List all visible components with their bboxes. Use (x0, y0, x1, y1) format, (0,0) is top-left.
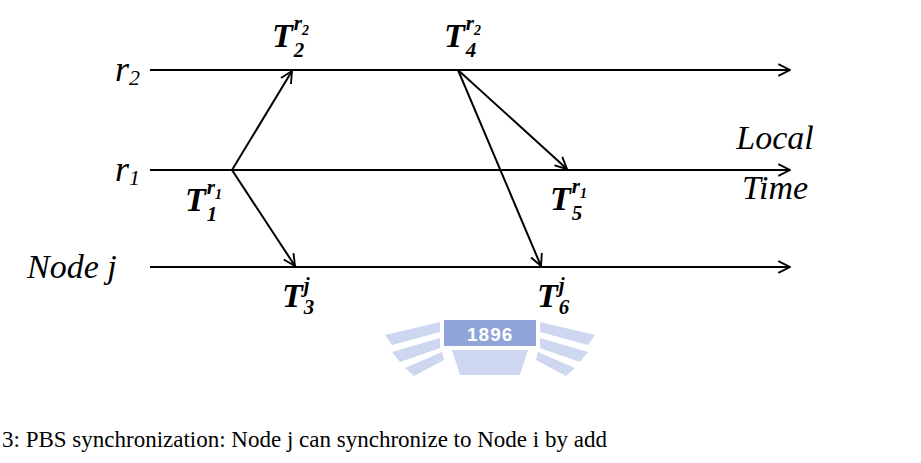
timestamp-letter: T (185, 181, 206, 218)
timestamp-indices: 4r2 (466, 12, 481, 61)
timestamp-subscript: 1 (207, 203, 222, 225)
node-letter: r (115, 49, 129, 89)
timeline-node-j (150, 266, 790, 268)
node-subscript: 2 (129, 65, 140, 90)
timestamp-superscript: r2 (466, 12, 481, 39)
timestamp-superscript: j (304, 274, 315, 296)
superscript-subscript: 2 (302, 23, 309, 38)
node-letter: r (115, 149, 129, 189)
timestamp-subscript: 5 (572, 202, 587, 224)
timestamp-indices: 6j (559, 274, 570, 318)
timestamp-label: T1r1 (185, 176, 222, 225)
superscript-subscript: 1 (215, 187, 222, 202)
superscript-letter: r (207, 175, 215, 199)
node-label: r1 (115, 151, 140, 189)
timestamp-label: T5r1 (550, 175, 587, 224)
timestamp-indices: 5r1 (572, 175, 587, 224)
timestamp-letter: T (272, 17, 293, 54)
timestamp-letter: T (444, 17, 465, 54)
timestamp-subscript: 4 (466, 39, 481, 61)
message-arrow (232, 170, 295, 266)
timestamp-label: T3j (282, 274, 314, 318)
node-label: r2 (115, 51, 140, 89)
timestamp-superscript: j (559, 274, 570, 296)
timestamp-indices: 3j (304, 274, 315, 318)
timestamp-label: T6j (537, 274, 569, 318)
timestamp-subscript: 6 (559, 296, 570, 318)
timestamp-superscript: r2 (294, 12, 309, 39)
watermark-band (444, 320, 536, 346)
watermark-stripe (405, 352, 444, 376)
superscript-subscript: 1 (580, 186, 587, 201)
superscript-letter: j (304, 273, 310, 297)
timestamp-subscript: 3 (304, 296, 315, 318)
node-label: Node j (27, 250, 117, 284)
node-subscript: 1 (129, 165, 140, 190)
superscript-letter: j (559, 273, 565, 297)
message-arrow (458, 70, 567, 169)
timestamp-superscript: r1 (572, 175, 587, 202)
timestamp-indices: 2r2 (294, 12, 309, 61)
timeline-r1 (150, 169, 790, 171)
timestamp-superscript: r1 (207, 176, 222, 203)
superscript-letter: r (294, 11, 302, 35)
watermark-stripe (452, 350, 528, 375)
timestamp-letter: T (282, 277, 303, 314)
superscript-subscript: 2 (474, 23, 481, 38)
timestamp-letter: T (550, 180, 571, 217)
timestamp-letter: T (537, 277, 558, 314)
figure-caption: 3: PBS synchronization: Node j can synch… (2, 428, 607, 451)
timeline-r2 (150, 69, 790, 71)
axis-label: Local Time (710, 113, 840, 213)
message-arrow (458, 70, 541, 266)
watermark-text: 1896 (467, 325, 513, 344)
timestamp-subscript: 2 (294, 39, 309, 61)
watermark-crest (385, 320, 595, 376)
message-arrow (232, 71, 292, 170)
superscript-letter: r (466, 11, 474, 35)
superscript-letter: r (572, 174, 580, 198)
timestamp-label: T4r2 (444, 12, 481, 61)
watermark-stripe (536, 352, 575, 376)
timestamp-label: T2r2 (272, 12, 309, 61)
timestamp-indices: 1r1 (207, 176, 222, 225)
